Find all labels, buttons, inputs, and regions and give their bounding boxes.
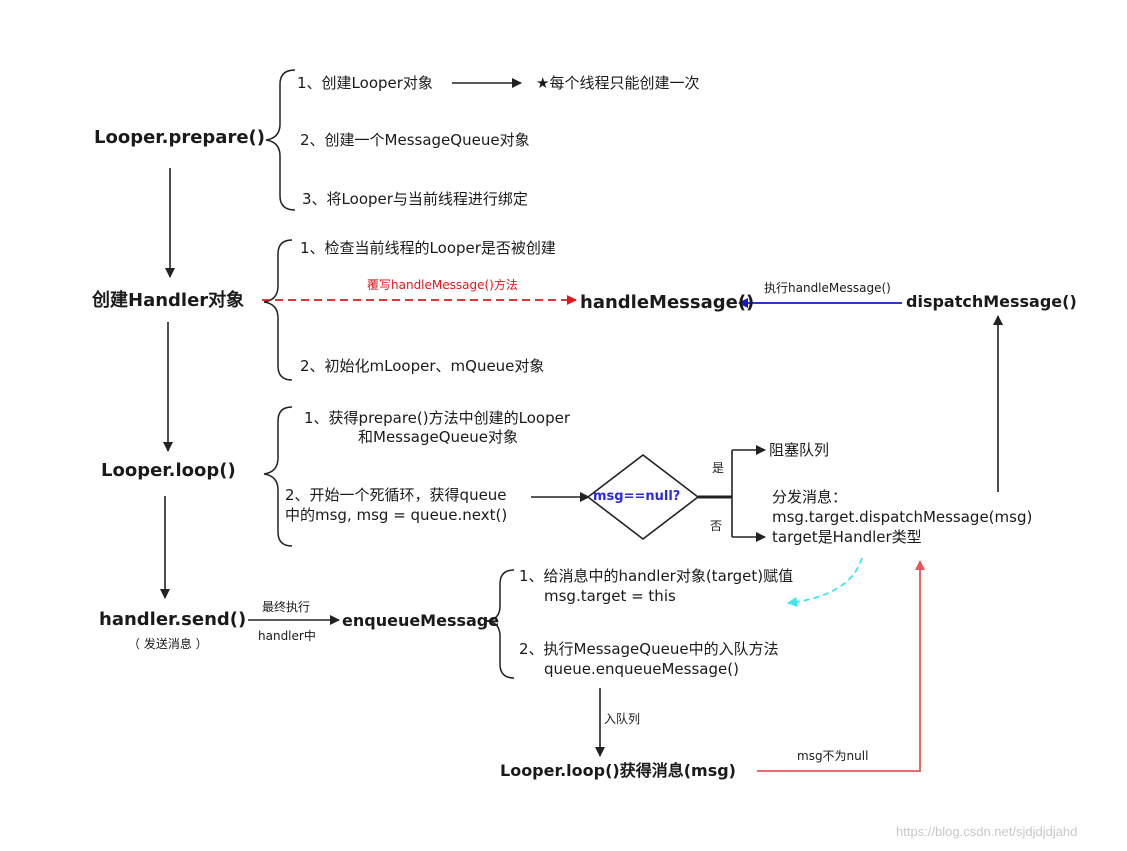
enqueue-step-2-line1: 2、执行MessageQueue中的入队方法 [519, 640, 779, 658]
node-send-note: （ 发送消息 ） [128, 637, 208, 651]
node-create-handler: 创建Handler对象 [92, 290, 245, 311]
arrow-cyan-target-link [787, 557, 863, 607]
loop-step-2-line1: 2、开始一个死循环，获得queue [285, 486, 507, 504]
node-looper-prepare: Looper.prepare() [94, 127, 265, 148]
enqueue-step-2-line2: queue.enqueueMessage() [544, 660, 739, 678]
enqueue-step-1-line2: msg.target = this [544, 587, 676, 605]
decision-yes-label: 是 [712, 461, 725, 475]
decision-diamond [586, 453, 700, 541]
enqueue-step-1-line1: 1、给消息中的handler对象(target)赋值 [519, 567, 794, 585]
decision-label: msg==null? [593, 489, 681, 504]
label-final-exec: 最终执行 [262, 600, 311, 614]
watermark: https://blog.csdn.net/sjdjdjdjahd [896, 824, 1078, 839]
brace-prepare [265, 69, 296, 211]
brace-handler [263, 239, 293, 381]
label-execute-handlemessage: 执行handleMessage() [764, 281, 891, 295]
label-enqueue: 入队列 [604, 712, 641, 726]
node-dispatch-message: dispatchMessage() [906, 292, 1077, 311]
loop-step-1-line2: 和MessageQueue对象 [358, 428, 519, 446]
handler-step-1: 1、检查当前线程的Looper是否被创建 [300, 239, 556, 257]
node-loop-get-msg: Looper.loop()获得消息(msg) [500, 761, 736, 780]
label-override-handlemessage: 覆写handleMessage()方法 [367, 278, 518, 292]
loop-step-1-line1: 1、获得prepare()方法中创建的Looper [304, 409, 570, 427]
dispatch-text-line2: msg.target.dispatchMessage(msg) [772, 508, 1033, 526]
node-enqueue-message: enqueueMessage [342, 611, 500, 630]
dispatch-text-line1: 分发消息： [772, 488, 848, 506]
prepare-step-3: 3、将Looper与当前线程进行绑定 [302, 190, 528, 208]
decision-no-label: 否 [710, 519, 723, 533]
loop-step-2-line2: 中的msg, msg = queue.next() [285, 506, 508, 524]
brace-enqueue [485, 569, 515, 679]
prepare-note: ★每个线程只能创建一次 [536, 74, 700, 92]
arrow-msg-not-null [757, 560, 925, 772]
node-handler-send: handler.send() [99, 609, 247, 630]
block-queue-text: 阻塞队列 [769, 441, 830, 459]
brace-loop [263, 406, 293, 547]
prepare-step-1: 1、创建Looper对象 [297, 74, 433, 92]
node-looper-loop: Looper.loop() [101, 460, 236, 481]
prepare-step-2: 2、创建一个MessageQueue对象 [300, 131, 530, 149]
label-msg-not-null: msg不为null [797, 749, 869, 763]
handler-step-2: 2、初始化mLooper、mQueue对象 [300, 357, 545, 375]
node-handle-message: handleMessage() [580, 292, 755, 313]
label-in-handler: handler中 [258, 629, 316, 643]
dispatch-text-line3: target是Handler类型 [772, 528, 922, 546]
